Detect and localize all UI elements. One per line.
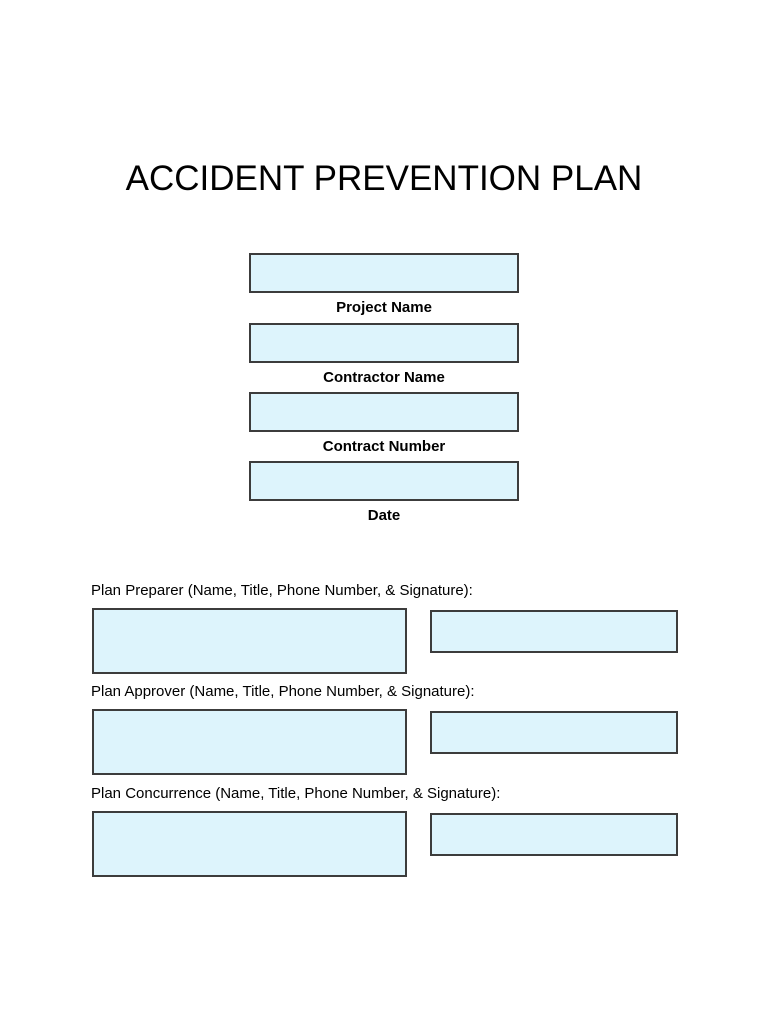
document-title: ACCIDENT PREVENTION PLAN [125,159,643,198]
contract-number-field-group: Contract Number [249,392,519,455]
plan-approver-info-input[interactable] [92,709,407,775]
plan-concurrence-section: Plan Concurrence (Name, Title, Phone Num… [91,786,678,881]
plan-preparer-signature-input[interactable] [430,610,678,653]
contract-number-label: Contract Number [322,438,446,455]
contractor-name-label: Contractor Name [323,369,445,386]
date-input[interactable] [249,461,519,501]
plan-preparer-section: Plan Preparer (Name, Title, Phone Number… [91,583,678,678]
contractor-name-input[interactable] [249,323,519,363]
plan-concurrence-label: Plan Concurrence (Name, Title, Phone Num… [91,785,501,802]
plan-approver-section: Plan Approver (Name, Title, Phone Number… [91,684,678,779]
header-fields-group: Project Name Contractor Name Contract Nu… [249,253,519,533]
contractor-name-field-group: Contractor Name [249,323,519,386]
plan-concurrence-signature-input[interactable] [430,813,678,856]
plan-approver-label: Plan Approver (Name, Title, Phone Number… [91,683,475,700]
project-name-input[interactable] [249,253,519,293]
project-name-field-group: Project Name [249,253,519,316]
project-name-label: Project Name [336,299,432,316]
plan-concurrence-info-input[interactable] [92,811,407,877]
plan-approver-signature-input[interactable] [430,711,678,754]
plan-preparer-info-input[interactable] [92,608,407,674]
plan-preparer-label: Plan Preparer (Name, Title, Phone Number… [91,582,473,599]
contract-number-input[interactable] [249,392,519,432]
date-label: Date [367,507,401,524]
date-field-group: Date [249,461,519,524]
